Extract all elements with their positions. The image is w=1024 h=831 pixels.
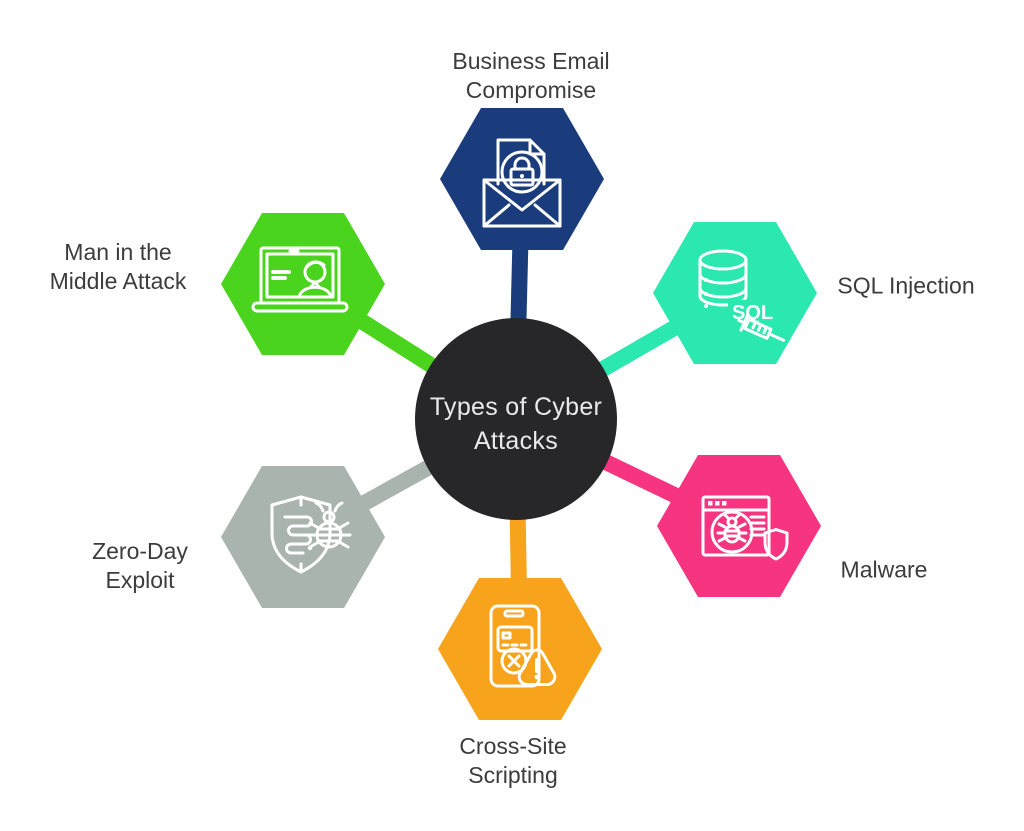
hexagon-zero-day-exploit [221,466,385,608]
hexagon-sql-injection [653,222,817,364]
database-syringe-icon: SQL [698,249,786,342]
label-business-email-compromise: Business Email Compromise [452,48,610,103]
label-zero-day-exploit: Zero-Day Exploit [92,538,188,593]
diagram-title: Types of Cyber Attacks [429,393,603,455]
laptop-user-icon [251,246,349,313]
sql-icon-text: SQL [732,302,773,324]
phone-alert-icon [489,604,557,688]
envelope-lock-icon [482,138,562,228]
label-malware: Malware [840,556,928,583]
label-cross-site-scripting: Cross-Site Scripting [459,733,567,788]
browser-bug-shield-icon [701,495,789,561]
label-sql-injection: SQL Injection [837,272,975,299]
shield-maze-bug-icon [270,495,352,574]
label-man-in-the-middle: Man in the Middle Attack [49,239,187,294]
center-circle [415,318,617,520]
hexagon-man-in-the-middle [221,213,385,355]
